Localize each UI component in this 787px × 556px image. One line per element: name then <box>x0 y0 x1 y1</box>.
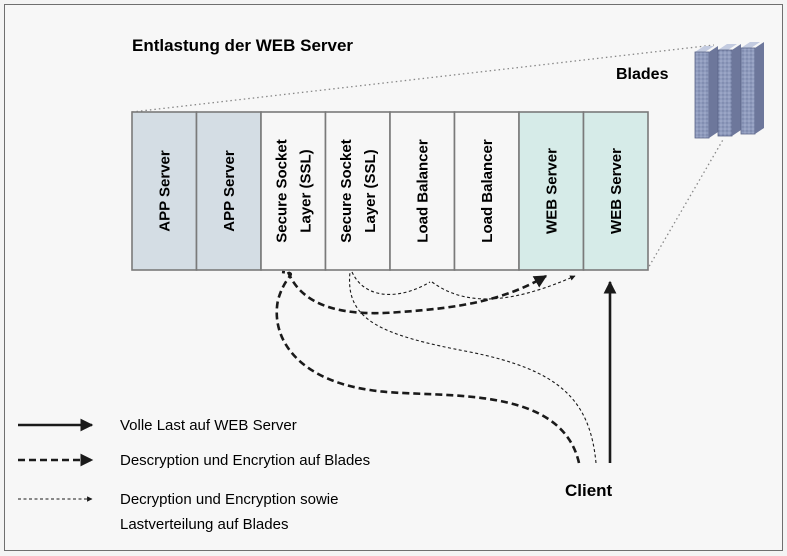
legend-item: Volle Last auf WEB Server <box>18 417 297 434</box>
blades-icon <box>694 42 764 139</box>
component-box-label: APP Server <box>156 150 173 232</box>
legend-label: Volle Last auf WEB Server <box>120 417 297 434</box>
component-box: APP Server <box>195 111 262 271</box>
component-box-label: WEB Server <box>543 148 560 234</box>
component-box-label: Load Balancer <box>479 139 496 243</box>
component-box: Secure Socket Layer (SSL) <box>260 111 327 271</box>
component-box-label: WEB Server <box>608 148 625 234</box>
legend-label: Descryption und Encrytion auf Blades <box>120 452 370 469</box>
ssl-to-lb-path <box>351 271 431 295</box>
ssl-offload-path <box>275 270 581 464</box>
component-box-label: Layer (SSL) <box>362 149 379 232</box>
ssl-to-web-arrow <box>286 271 548 315</box>
diagram-frame <box>4 4 783 551</box>
component-box-label: APP Server <box>221 150 238 232</box>
component-box-label: Load Balancer <box>414 139 431 243</box>
component-box: Load Balancer <box>453 111 520 271</box>
component-box: Load Balancer <box>389 111 456 271</box>
component-box: WEB Server <box>518 111 585 271</box>
diagram-title: Entlastung der WEB Server <box>132 36 353 55</box>
component-row: APP Server APP Server Secure Socket Layer (… <box>131 111 649 271</box>
component-box: WEB Server <box>582 111 649 271</box>
lb-to-web-arrow <box>431 275 576 300</box>
legend-item: Decryption und Encryption sowieLastverte… <box>18 491 338 533</box>
client-label: Client <box>565 481 613 500</box>
component-box-label: Layer (SSL) <box>297 149 314 232</box>
legend-item: Descryption und Encrytion auf Blades <box>18 452 370 469</box>
component-box-label: Secure Socket <box>338 139 355 242</box>
zoom-line-top <box>131 44 715 113</box>
zoom-line-bottom <box>646 137 725 271</box>
component-box-label: Secure Socket <box>273 139 290 242</box>
flow-arrows <box>275 270 617 464</box>
legend-label: Lastverteilung auf Blades <box>120 516 288 533</box>
legend-label: Decryption und Encryption sowie <box>120 491 338 508</box>
blades-label: Blades <box>616 66 669 83</box>
lb-offload-path <box>348 271 597 464</box>
component-box: APP Server <box>131 111 198 271</box>
component-box: Secure Socket Layer (SSL) <box>324 111 391 271</box>
